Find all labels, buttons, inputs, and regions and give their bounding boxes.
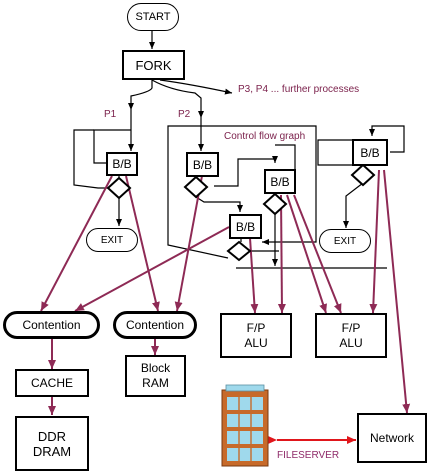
basic-block-p1: B/B [106, 152, 138, 176]
fp-alu-2-line1: F/P [341, 320, 361, 335]
basic-block-p3: B/B [352, 139, 388, 166]
fileserver-label: FILESERVER [277, 450, 340, 461]
res-edge-bb4-fpalu2 [369, 169, 380, 314]
edge-p3-exit [343, 182, 364, 228]
fp-alu-1-line1: F/P [246, 320, 266, 335]
exit-node-p1: EXIT [86, 228, 138, 252]
ddr-dram-line2: DRAM [32, 443, 72, 459]
fp-alu-2: F/P ALU [315, 313, 387, 358]
decision-diamond-p1 [106, 176, 132, 200]
edge-p3-left-loop [317, 139, 364, 166]
res-edge-bb2b-fpalu1 [277, 194, 286, 314]
decision-diamond-p3 [350, 163, 376, 187]
start-node: START [127, 3, 179, 31]
block-ram-line2: RAM [142, 376, 169, 390]
decision-diamond-p2 [183, 175, 209, 199]
edge-p2-bb-right [214, 156, 278, 187]
basic-block-p2-lower: B/B [229, 214, 262, 239]
fork-node: FORK [122, 50, 185, 80]
edge-p2-decision-down [195, 196, 243, 212]
edge-fork-p3 [159, 79, 233, 95]
decision-diamond-p2-right [262, 192, 288, 216]
network-node: Network [357, 413, 427, 463]
decision-diamond-p2-lower [226, 240, 252, 262]
contention-node-cache: Contention [3, 311, 100, 339]
edge-p2-loop-outer [167, 125, 229, 259]
res-edge-bb1-contention1 [40, 175, 113, 312]
edge-p1-decision-back [73, 129, 108, 189]
further-processes-label: P3, P4 ... further processes [238, 84, 360, 95]
control-flow-graph-label: Control flow graph [224, 131, 306, 142]
basic-block-p2: B/B [186, 152, 219, 177]
exit-node-p3: EXIT [319, 229, 371, 253]
contention-node-blockram: Contention [113, 311, 197, 339]
res-edge-bb2-blockram [174, 175, 203, 312]
block-ram-node: Block RAM [125, 355, 186, 397]
res-edge-bb3-contention1 [74, 226, 230, 312]
edge-fork-p2 [151, 79, 204, 118]
res-edge-bb4-network [383, 169, 411, 414]
block-ram-line1: Block [140, 361, 171, 375]
ddr-dram-line1: DDR [37, 428, 67, 444]
cache-node: CACHE [15, 369, 89, 397]
res-edge-bb1-blockram [125, 175, 160, 312]
fp-alu-1-line2: ALU [244, 335, 268, 350]
edge-p2-right-rail [201, 125, 317, 245]
res-edge-bb2b-fpalu2a [286, 194, 327, 314]
basic-block-p2-right: B/B [264, 169, 296, 194]
edge-p1-loop [93, 129, 131, 164]
res-edge-bb2b-fpalu2b [293, 194, 342, 314]
fp-alu-2-line2: ALU [339, 335, 363, 350]
ddr-dram-node: DDR DRAM [15, 416, 89, 471]
edge-fork-p1 [128, 80, 153, 110]
res-edge-bb3-fpalu1 [249, 237, 259, 314]
fileserver-icon [221, 384, 269, 467]
edge-p3-top-loop [369, 125, 405, 153]
fp-alu-1: F/P ALU [220, 313, 292, 358]
p2-label: P2 [178, 109, 191, 120]
p1-label: P1 [104, 109, 117, 120]
